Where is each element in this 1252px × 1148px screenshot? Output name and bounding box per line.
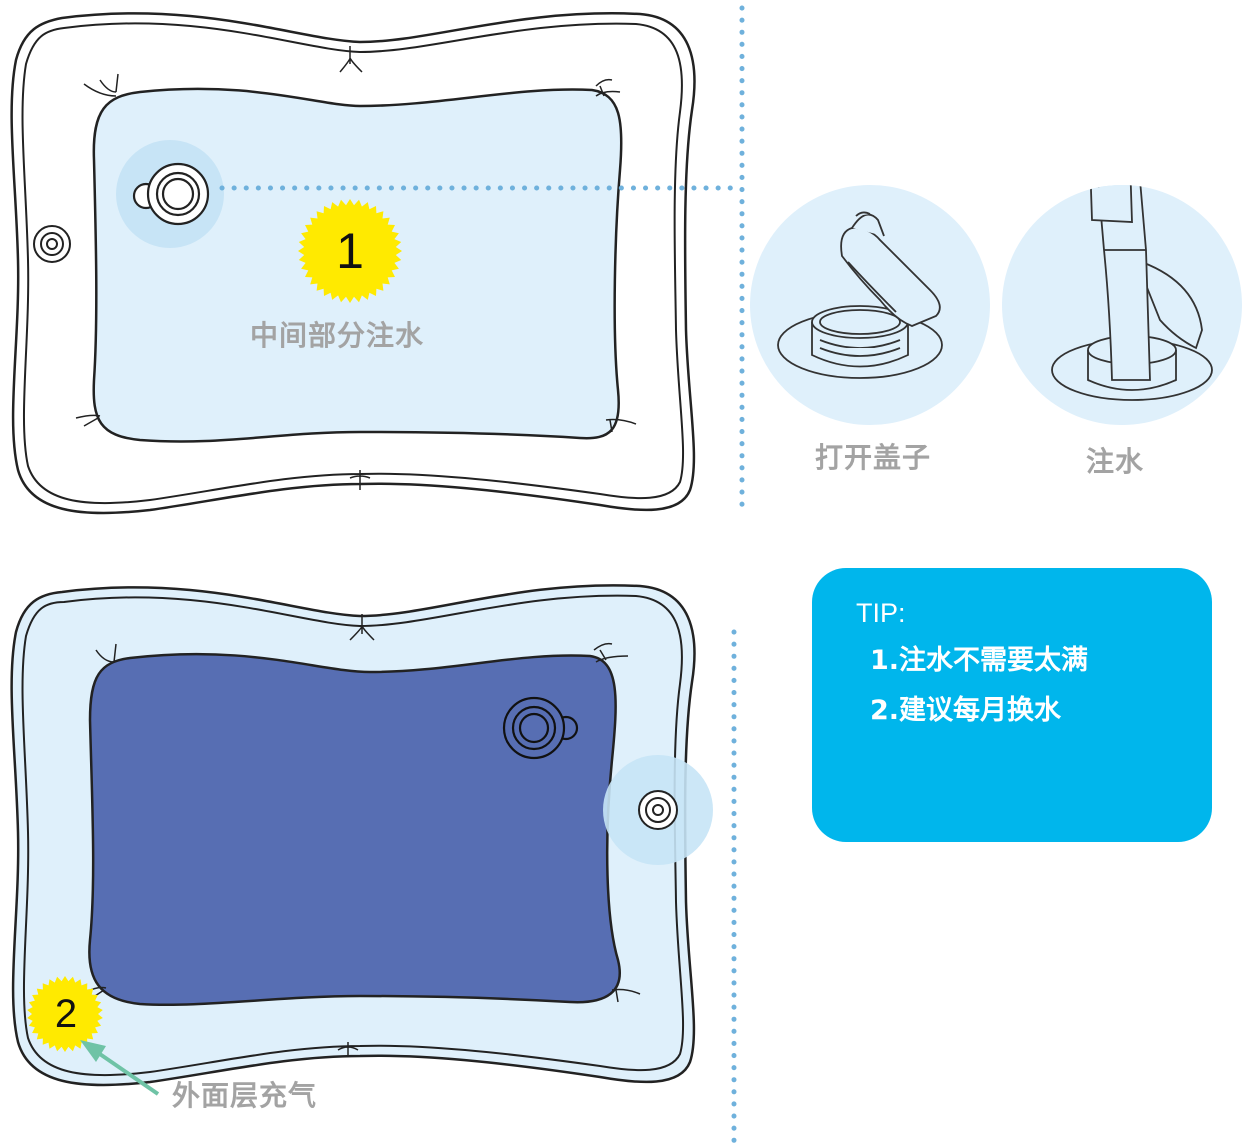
tip-item: 2.建议每月换水 [870, 695, 1062, 726]
open-cap-icon [777, 211, 943, 379]
top-mat [10, 12, 745, 515]
bottom-mat-outer-edge-inner [21, 594, 685, 1077]
step1-burst [298, 199, 402, 303]
open-cap-illustration [750, 185, 990, 425]
step2-burst [27, 976, 103, 1052]
air-valve-icon [33, 225, 71, 263]
top-mat-tie-marks [75, 46, 637, 490]
top-mat-outer-edge-inner [21, 22, 685, 505]
step2-number: 2 [54, 992, 78, 1036]
open-cap-label: 打开盖子 [815, 441, 932, 474]
step1-number: 1 [336, 223, 364, 279]
step2-label: 外面层充气 [172, 1079, 318, 1112]
tip-title: TIP: [856, 598, 906, 628]
water-valve-icon [502, 696, 579, 760]
water-fill-icon [1051, 185, 1213, 401]
step1-label: 中间部分注水 [250, 319, 425, 352]
water-valve-icon [132, 162, 210, 226]
arrow-icon [80, 1040, 160, 1096]
fill-water-label: 注水 [1086, 445, 1145, 478]
tip-item: 1.注水不需要太满 [870, 645, 1089, 676]
air-valve-icon [638, 790, 678, 830]
tip-box [812, 568, 1212, 842]
bottom-mat [10, 584, 713, 1096]
bottom-mat-water-chamber [88, 652, 621, 1007]
water-fill-illustration [1002, 185, 1242, 425]
